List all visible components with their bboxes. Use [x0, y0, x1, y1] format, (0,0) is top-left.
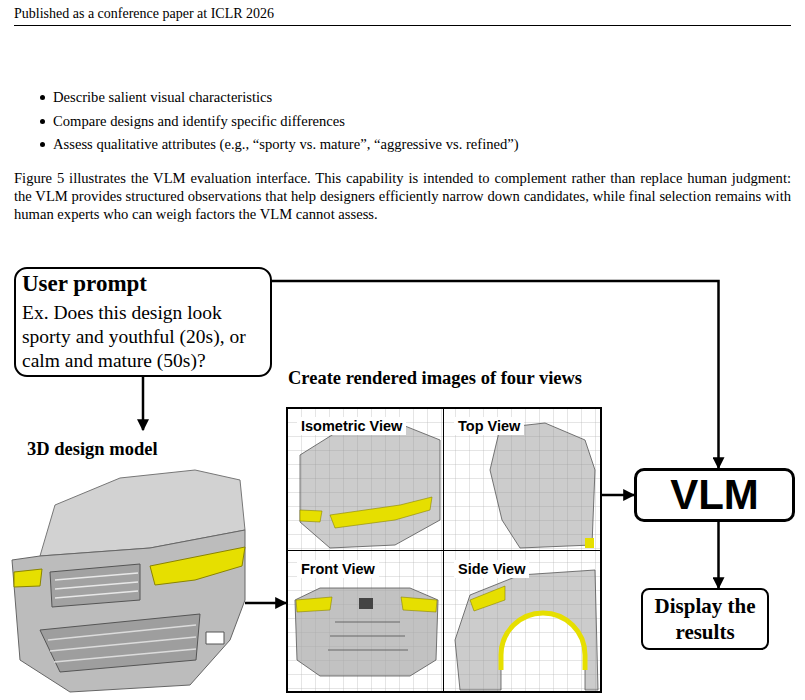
bullet-item: Assess qualitative attributes (e.g., “sp… [53, 135, 783, 153]
figure-heading: 3D design model [10, 438, 245, 460]
car-body [295, 588, 438, 676]
output-label: Display the results [643, 593, 767, 645]
car-headlight [14, 569, 42, 587]
car-headlight [150, 547, 245, 585]
car-headlight [296, 597, 332, 612]
view-label: Top View [454, 417, 524, 435]
bullet-dot [40, 119, 45, 124]
header-rule [14, 25, 791, 26]
view-panel: Isometric View [286, 407, 444, 551]
car-model [12, 470, 245, 692]
model-box: VLM [634, 468, 795, 522]
box-heading: User prompt [22, 271, 264, 297]
grid-background [287, 408, 601, 692]
car-grille [50, 564, 140, 607]
bullet-dot [40, 142, 45, 147]
car-fender [455, 570, 598, 690]
fog-light [206, 632, 224, 644]
running-header: Published as a conference paper at ICLR … [14, 5, 714, 22]
car-body [300, 424, 440, 548]
output-box: Display the results [641, 588, 769, 650]
car-headlight [401, 597, 437, 612]
flow-arrow [717, 522, 720, 588]
car-headlight [470, 586, 505, 611]
view-panel: Side View [443, 550, 602, 693]
intake-slats [48, 625, 196, 662]
model-name: VLM [670, 472, 759, 518]
view-label: Isometric View [297, 417, 406, 435]
grille-slats [55, 573, 138, 598]
car-headlight [585, 538, 594, 548]
prompt-box: User promptEx. Does this design look spo… [14, 267, 272, 377]
view-panel: Top View [443, 407, 602, 551]
flow-arrow [245, 602, 286, 605]
grille-slats [328, 622, 408, 650]
car-logo [359, 598, 373, 609]
wheel-arch [501, 613, 585, 670]
car-bumper [12, 530, 245, 692]
isometric-render [300, 424, 440, 548]
flow-arrow [142, 377, 145, 430]
figure-heading: Create rendered images of four views [286, 367, 602, 389]
view-label: Side View [454, 560, 529, 578]
render-group: Create rendered images of four viewsIsom… [286, 362, 602, 693]
flow-arrow [272, 281, 719, 468]
view-panel: Front View [286, 550, 444, 693]
bullet-item: Compare designs and identify specific di… [53, 112, 773, 130]
bullet-item: Describe salient visual characteristics [53, 88, 773, 106]
view-label: Front View [297, 560, 379, 578]
bullet-dot [40, 95, 45, 100]
front-render [295, 588, 438, 676]
body-paragraph: Figure 5 illustrates the VLM evaluation … [14, 170, 791, 223]
prompt-text: Ex. Does this design look sporty and you… [22, 301, 264, 373]
top-render [490, 423, 595, 548]
car-intake [40, 614, 200, 672]
car-headlight [330, 497, 432, 528]
car-headlight [300, 510, 322, 522]
side-render [455, 570, 598, 690]
model-illustration: 3D design model [10, 430, 245, 692]
car-body [490, 423, 595, 548]
flow-arrow [602, 494, 634, 497]
